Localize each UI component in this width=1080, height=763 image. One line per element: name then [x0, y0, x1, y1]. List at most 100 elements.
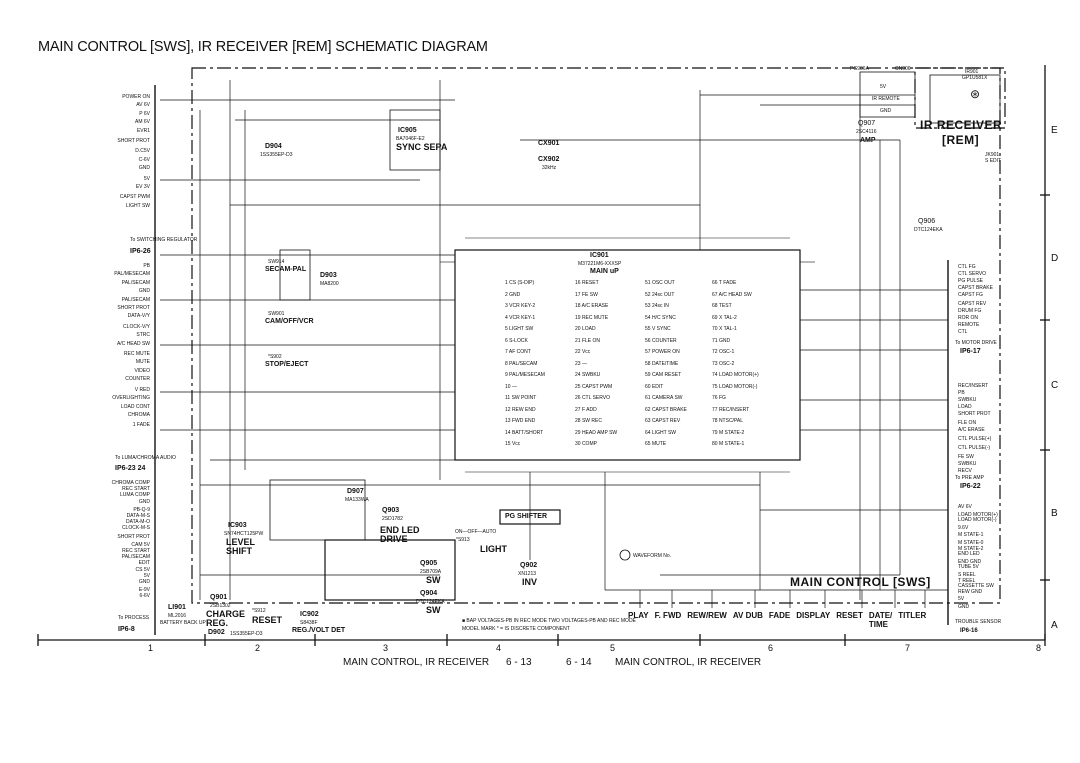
ic903-name: LEVEL SHIFT: [226, 537, 255, 556]
d907-ref: D907: [347, 488, 364, 495]
q901-part: 2SB1302: [210, 603, 231, 609]
q902-name: INV: [522, 577, 538, 587]
connector-pin-label: END GND: [958, 558, 982, 565]
switch-display[interactable]: DISPLAY: [796, 611, 831, 620]
connector-pin-label: PAL/SECAM: [121, 554, 150, 561]
light-switch[interactable]: LIGHT: [480, 544, 507, 554]
switch-reset[interactable]: RESET: [836, 611, 863, 620]
switch-row: PLAY F. FWD REW/REW AV DUB FADE DISPLAY …: [628, 611, 926, 629]
secam-pal-switch[interactable]: SECAM-PAL: [265, 266, 307, 273]
connector-pin-label: LOAD MOTOR(-): [958, 517, 997, 524]
connector-pin-label: DATA-V/Y: [127, 313, 150, 320]
d902-ref: D902: [208, 629, 225, 636]
connector-pin-label: CHROMA: [127, 411, 150, 418]
grid-column-3: 3: [383, 643, 389, 653]
pg906a-ref: PG906A: [850, 66, 869, 72]
switch-titler[interactable]: TITLER: [898, 611, 927, 620]
ic-pin-label: 20 LOAD: [575, 326, 596, 332]
ic-pin-label: 4 VCR KEY-1: [505, 314, 536, 321]
d904-ref: D904: [265, 143, 282, 150]
cn906-ref: CN906: [895, 66, 911, 72]
grid-column-8: 8: [1036, 643, 1042, 653]
connector-p6-16-ref: IP6-16: [960, 628, 978, 634]
board-title-sws: MAIN CONTROL [SWS]: [790, 575, 931, 589]
switch-fade[interactable]: FADE: [768, 611, 791, 620]
switch-f-fwd[interactable]: F. FWD: [654, 611, 682, 620]
grid-row-d: D: [1051, 253, 1059, 264]
stop-eject-switch[interactable]: STOP/EJECT: [265, 361, 309, 368]
q906-ref: Q906: [918, 218, 936, 225]
ic-pin-label: 59 CAM RESET: [645, 372, 682, 378]
ic-pin-label: 24 SWBKU: [575, 372, 601, 378]
ic-pin-label: 61 CAMERA SW: [645, 395, 683, 401]
ic-pin-label: 11 SW POINT: [505, 395, 537, 401]
connector-pin-label: CAPST REV: [958, 301, 987, 307]
ic-pin-label: 13 FWD END: [505, 418, 536, 424]
q905-ref: Q905: [420, 560, 438, 567]
grid-column-6: 6: [768, 643, 774, 653]
connector-pin-label: GND: [138, 498, 150, 505]
switch-av-dub[interactable]: AV DUB: [732, 611, 763, 620]
ic902-ref: IC902: [300, 611, 319, 618]
grid-column-7: 7: [905, 643, 911, 653]
ic-pin-label: 64 LIGHT SW: [645, 429, 677, 436]
ic-pin-label: 1 CS (S-DIP): [505, 280, 535, 286]
note-model-mark: MODEL MARK * = IS DISCRETE COMPONENT: [462, 626, 570, 632]
ic-pin-label: 80 M STATE-1: [712, 441, 745, 447]
connector-pin-label: M STATE-2: [958, 545, 984, 552]
switch-play[interactable]: PLAY: [628, 611, 649, 620]
connector-p6-22-to: To PRE AMP: [955, 475, 984, 481]
switch-date-time-line2: TIME: [868, 620, 888, 629]
stop-switch-ref: *S902: [268, 354, 282, 360]
note-waveform: WAVEFORM No.: [633, 553, 672, 559]
connector-pin-label: DATA-M-O: [126, 519, 150, 526]
d907-part: MA133WA: [345, 497, 369, 503]
jk901-ref: JK901: [985, 152, 1000, 158]
jk901-name: S EDIT: [985, 158, 1002, 164]
note-voltage: ■ BAP VOLTAGES-PB IN REC MODE TWO VOLTAG…: [462, 618, 636, 624]
connector-pin-label: LOAD MOTOR(+): [958, 511, 998, 518]
connector-pin-label: FE SW: [958, 454, 974, 460]
q902-part: XN1213: [518, 571, 537, 577]
ic-pin-label: 75 LOAD MOTOR(-): [712, 383, 758, 390]
ic-pin-label: 18 A/C ERASE: [575, 303, 609, 309]
cx901-ref: CX901: [538, 140, 560, 147]
ic-pin-label: 14 BATT/SHORT: [505, 429, 544, 436]
connector-pin-label: SHORT PROT: [117, 533, 150, 540]
cn906-pin-3: GND: [880, 108, 892, 114]
switch-date-time[interactable]: DATE/: [868, 611, 893, 620]
connector-pin-label: 5V: [143, 572, 150, 579]
connector-pin-label: STRC: [136, 332, 150, 339]
connector-pin-label: V RED: [134, 386, 150, 393]
connector-pin-label: SHORT PROT: [117, 305, 150, 312]
switch-rew[interactable]: REW/REW: [687, 611, 727, 620]
connector-pin-label: REC START: [122, 486, 150, 493]
grid-row-c: C: [1051, 380, 1059, 391]
q907-part: 2SC4116: [856, 129, 877, 135]
connector-pin-label: VIDEO: [134, 367, 150, 374]
photodiode-icon: ⊛: [970, 87, 981, 101]
ic-pin-label: 25 CAPST PWM: [575, 383, 613, 390]
ic903-ref: IC903: [228, 522, 247, 529]
cam-off-vcr-switch[interactable]: CAM/OFF/VCR: [265, 318, 314, 325]
reset-switch[interactable]: RESET: [252, 615, 283, 625]
connector-pin-label: 9.6V: [958, 524, 969, 531]
ic-pin-label: 54 H/C SYNC: [645, 314, 676, 321]
ic-pin-label: 70 X TAL-1: [712, 326, 737, 332]
ic-pin-label: 62 CAPST BRAKE: [645, 406, 687, 413]
grid-row-e: E: [1051, 125, 1058, 136]
connector-pin-label: A/C HEAD SW: [116, 340, 150, 347]
ic-pin-label: 79 M STATE-2: [712, 429, 745, 436]
ic-pin-label: 56 COUNTER: [645, 337, 677, 344]
switch-date-time-group[interactable]: DATE/ TIME: [869, 611, 892, 629]
connector-pin-label: CTL PULSE(+): [958, 436, 992, 442]
connector-p6-8-ref: IP6-8: [118, 626, 135, 633]
connector-pin-label: REC START: [122, 548, 150, 555]
ir901-ref: IR901: [965, 69, 979, 75]
ic-pin-label: 7 AF CONT: [505, 349, 531, 355]
